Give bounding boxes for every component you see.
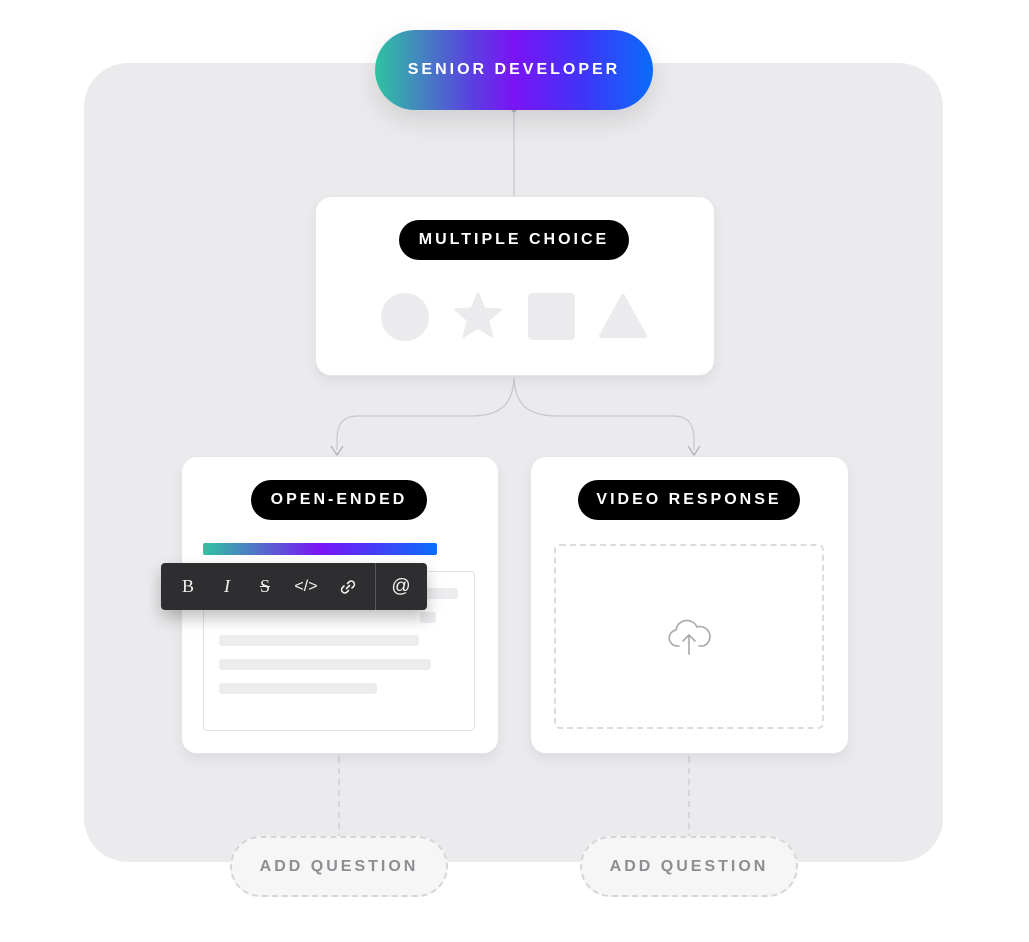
multiple-choice-tag: MULTIPLE CHOICE: [399, 220, 629, 260]
cloud-upload-icon[interactable]: [666, 616, 712, 658]
bold-button[interactable]: B: [175, 563, 201, 610]
add-question-label: ADD QUESTION: [609, 857, 769, 875]
formatting-toolbar: [161, 563, 427, 610]
root-node-senior-developer[interactable]: SENIOR DEVELOPER: [375, 30, 653, 110]
triangle-icon: [599, 294, 647, 338]
code-icon: </>: [294, 577, 318, 595]
italic-icon: I: [224, 576, 230, 596]
add-question-label: ADD QUESTION: [259, 857, 419, 875]
text-line-placeholder: [420, 588, 458, 599]
mention-button[interactable]: @: [386, 563, 416, 610]
toolbar-divider: [375, 563, 376, 610]
text-line-placeholder: [219, 659, 431, 670]
gradient-bar: [203, 543, 437, 555]
link-icon: [340, 579, 356, 594]
circle-icon: [381, 293, 429, 341]
text-line-placeholder: [219, 635, 419, 646]
connector-mc-vr: [513, 374, 695, 450]
connector-mc-oe: [336, 374, 515, 450]
open-ended-tag: OPEN-ENDED: [251, 480, 427, 520]
root-node-label: SENIOR DEVELOPER: [407, 61, 621, 78]
arrowhead: [330, 445, 344, 457]
strikethrough-icon: S: [259, 576, 270, 596]
strikethrough-button[interactable]: S: [252, 563, 278, 610]
multiple-choice-label: MULTIPLE CHOICE: [418, 231, 610, 248]
text-line-placeholder: [420, 612, 436, 623]
text-line-placeholder: [219, 683, 377, 694]
add-question-button-right[interactable]: ADD QUESTION: [580, 836, 798, 897]
link-button[interactable]: [334, 563, 362, 610]
square-icon: [528, 293, 575, 340]
star-icon: [454, 292, 502, 338]
video-upload-dropzone[interactable]: [554, 544, 824, 729]
video-response-label: VIDEO RESPONSE: [596, 491, 782, 508]
bold-icon: B: [181, 576, 194, 596]
mention-icon: @: [391, 575, 411, 597]
italic-button[interactable]: I: [214, 563, 240, 610]
video-response-tag: VIDEO RESPONSE: [578, 480, 800, 520]
open-ended-label: OPEN-ENDED: [270, 491, 408, 508]
add-question-button-left[interactable]: ADD QUESTION: [230, 836, 448, 897]
arrowhead: [687, 445, 701, 457]
code-button[interactable]: </>: [290, 563, 322, 610]
